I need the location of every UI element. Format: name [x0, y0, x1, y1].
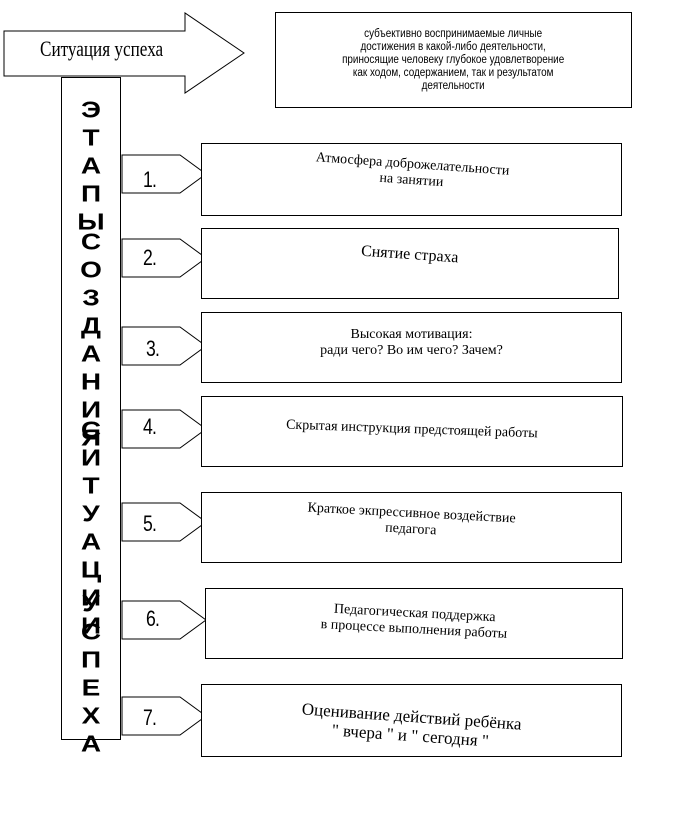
step-box-6: Педагогическая поддержка в процессе выпо… — [205, 588, 623, 659]
definition-box: субъективно воспринимаемые личные достиж… — [275, 12, 632, 108]
step-arrow-2 — [121, 238, 207, 278]
step-box-3: Высокая мотивация: ради чего? Во им чего… — [201, 312, 622, 383]
step-text-3: Высокая мотивация: ради чего? Во им чего… — [320, 326, 503, 358]
step-number-5: 5. — [143, 511, 157, 536]
title-label: Ситуация успеха — [40, 36, 164, 61]
step-box-4: Скрытая инструкция предстоящей работы — [201, 396, 623, 467]
step-text-6: Педагогическая поддержка в процессе выпо… — [320, 601, 508, 642]
step-number-7: 7. — [143, 705, 157, 730]
step-box-5: Краткое экпрессивное воздействие педагог… — [201, 492, 622, 563]
definition-text: субъективно воспринимаемые личные достиж… — [342, 27, 565, 92]
step-box-7: Оценивание действий ребёнка " вчера " и … — [201, 684, 622, 757]
step-box-1: Атмосфера доброжелательности на занятии — [201, 143, 622, 216]
step-arrow-3 — [121, 326, 207, 366]
step-number-1: 1. — [143, 167, 157, 192]
step-arrow-7 — [121, 696, 207, 736]
step-number-3: 3. — [146, 336, 160, 361]
step-arrow-4 — [121, 409, 207, 449]
step-box-2: Снятие страха — [201, 228, 619, 299]
step-number-2: 2. — [143, 245, 157, 270]
step-text-2: Снятие страха — [360, 242, 460, 266]
step-arrow-6 — [121, 600, 207, 640]
step-number-6: 6. — [146, 606, 160, 631]
step-text-4: Скрытая инструкция предстоящей работы — [286, 417, 539, 441]
step-text-7: Оценивание действий ребёнка " вчера " и … — [301, 698, 523, 750]
step-arrow-5 — [121, 502, 207, 542]
step-text-1: Атмосфера доброжелательности на занятии — [314, 149, 510, 190]
step-arrow-1 — [121, 154, 207, 194]
step-number-4: 4. — [143, 414, 157, 439]
step-text-5: Краткое экпрессивное воздействие педагог… — [307, 500, 517, 538]
